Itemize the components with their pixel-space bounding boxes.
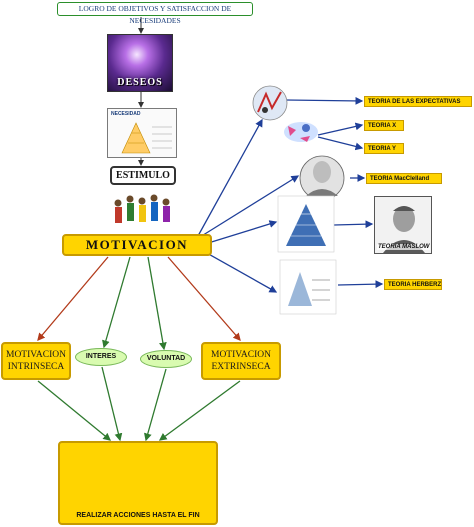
diagram-title: LOGRO DE OBJETIVOS Y SATISFACCION DE NEC…	[57, 2, 253, 25]
realizar-label: REALIZAR ACCIONES HASTA EL FIN	[76, 512, 200, 519]
estimulo-box: ESTIMULO	[110, 166, 176, 185]
teoria-y-box: TEORIA Y	[364, 143, 404, 154]
motivacion-box: MOTIVACION	[62, 234, 212, 256]
teoria-x-box: TEORIA X	[364, 120, 404, 131]
expectativas-image	[252, 85, 288, 121]
estimulo-people	[109, 191, 175, 231]
maslow-photo: TEORIA MASLOW	[374, 196, 432, 254]
necesidad-chart-graphic	[121, 122, 172, 154]
deseos-image: DESEOS	[107, 34, 173, 92]
maslow-pyramid-image	[277, 195, 335, 253]
estimulo-people-image	[114, 194, 170, 223]
herzberg-diagram-image	[279, 259, 337, 315]
teoria-expectativas-box: TEORIA DE LAS EXPECTATIVAS	[364, 96, 472, 107]
mcclelland-photo	[299, 155, 345, 201]
teoria-mcclelland-box: TEORIA MacClelland	[366, 173, 442, 184]
interes-oval: INTERES	[75, 348, 127, 366]
necesidad-image: NECESIDAD	[107, 108, 177, 158]
realizar-box: REALIZAR ACCIONES HASTA EL FIN	[58, 441, 218, 525]
teoria-herzberg-box: TEORIA HERBERZ	[384, 279, 442, 290]
necesidad-label: NECESIDAD	[111, 111, 141, 117]
teoria-maslow-label: TEORIA MASLOW	[377, 244, 431, 250]
voluntad-oval: VOLUNTAD	[140, 350, 192, 368]
deseos-label: DESEOS	[117, 77, 163, 88]
extrinseca-box: MOTIVACION EXTRINSECA	[201, 342, 281, 380]
teoria-xy-image	[284, 122, 318, 142]
intrinseca-box: MOTIVACION INTRINSECA	[1, 342, 71, 380]
